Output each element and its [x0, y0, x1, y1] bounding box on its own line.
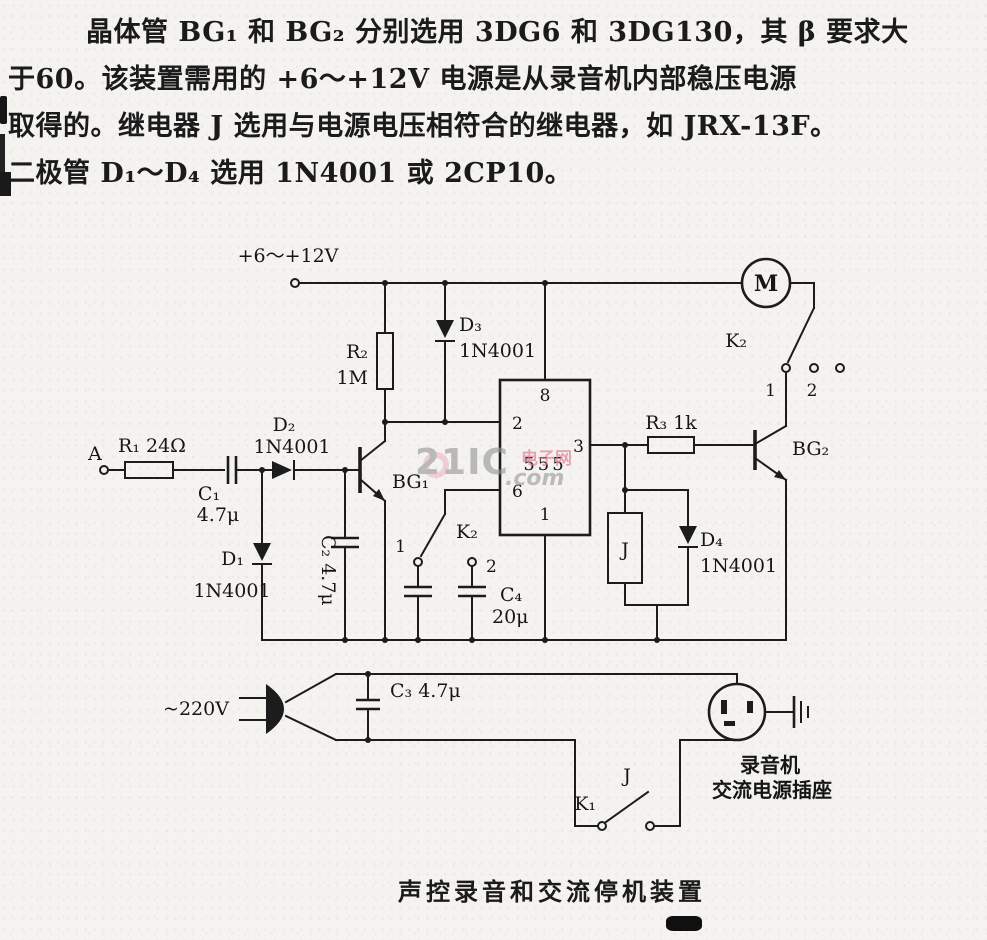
switch-k2-mid: K₂ 1 2 [395, 512, 497, 577]
power-terminal [290, 278, 300, 288]
power-rail: +6～+12V [238, 245, 743, 288]
bg2-label: BG₂ [792, 438, 829, 460]
ic-555-name: 555 [523, 454, 566, 475]
paragraph-line-3: 取得的。继电器 J 选用与电源电压相符合的继电器，如 JRX-13F。 [8, 111, 838, 142]
ic-555: 8 2 6 3 1 555 [444, 282, 649, 641]
bg1-label: BG₁ [392, 471, 429, 493]
k2-top-contact1-label: 1 [765, 381, 776, 401]
k1-label: K₁ [574, 793, 596, 815]
capacitor-unlabeled [404, 565, 432, 641]
socket-caption-line1: 录音机 [740, 753, 800, 777]
diode-d4: D₄ 1N4001 [622, 487, 777, 606]
d1-name: D₁ [221, 548, 244, 570]
r1-label: R₁ 24Ω [118, 435, 186, 457]
resistor-r2: R₂ 1M [336, 282, 394, 423]
k2-top-contact2-label: 2 [807, 381, 818, 401]
ac-wiring [335, 673, 738, 741]
relay-coil-j: J [607, 442, 689, 643]
k2-mid-contact1-label: 1 [395, 537, 406, 557]
earth-ground-icon [764, 696, 809, 728]
d2-name: D₂ [273, 414, 296, 436]
paragraph-line-4: 二极管 D₁～D₄ 选用 1N4001 或 2CP10。 [8, 158, 573, 189]
socket-caption-line2: 交流电源插座 [712, 778, 832, 802]
r2-value: 1M [336, 367, 368, 389]
diode-d2: D₂ 1N4001 [253, 414, 359, 480]
c4-name: C₄ [500, 584, 523, 606]
resistor-r1: R₁ 24Ω [118, 435, 225, 479]
c4-value: 20μ [492, 606, 529, 628]
diode-d1: D₁ 1N4001 [193, 469, 272, 641]
capacitor-c2: C₂ 4.7μ [317, 469, 359, 641]
k2-mid-label: K₂ [456, 521, 478, 543]
capacitor-c3: C₃ 4.7μ [356, 671, 461, 743]
pin2-wire [382, 419, 501, 425]
c1-value: 4.7μ [197, 504, 240, 526]
transistor-bg1: BG₁ [358, 421, 429, 641]
figure-caption: 声控录音和交流停机装置 [398, 877, 706, 906]
motor-label: M [754, 271, 778, 297]
ac-socket: 录音机 交流电源插座 [707, 682, 832, 802]
c2-label: C₂ 4.7μ [317, 535, 339, 606]
ic-pin3-label: 3 [573, 437, 584, 457]
transistor-bg2: BG₂ [753, 371, 829, 641]
ground-rail [261, 637, 787, 643]
d1-value: 1N4001 [193, 580, 270, 602]
ic-pin6-label: 6 [512, 482, 523, 502]
k2-mid-contact2-label: 2 [486, 557, 497, 577]
ic-pin1-label: 1 [540, 505, 551, 525]
ac-voltage-label: ~220V [163, 698, 229, 720]
diode-d3: D₃ 1N4001 [435, 282, 536, 423]
k1-relay-label: J [621, 765, 631, 787]
d4-name: D₄ [700, 529, 723, 551]
resistor-r3: R₃ 1k [645, 412, 756, 454]
paragraph-line-1: 晶体管 BG₁ 和 BG₂ 分别选用 3DG6 和 3DG130，其 β 要求大 [86, 17, 909, 48]
relay-j-label: J [619, 539, 629, 561]
watermark: 21IC 电子网 .com [415, 440, 585, 498]
capacitor-c1: C₁ 4.7μ [197, 456, 263, 526]
scan-artifact [0, 172, 11, 196]
input-terminal-a: A [87, 443, 126, 475]
switch-k1: K₁ J [574, 739, 681, 831]
input-a-label: A [87, 443, 102, 465]
c1-name: C₁ [198, 483, 220, 505]
motor: M [740, 257, 815, 309]
switch-k2-top: K₂ 1 2 [725, 282, 845, 401]
paragraph-line-2: 于60。该装置需用的 +6～+12V 电源是从录音机内部稳压电源 [8, 64, 797, 95]
watermark-21ic: 21IC [415, 442, 509, 483]
d3-name: D₃ [459, 314, 482, 336]
ic-pin2-label: 2 [512, 414, 523, 434]
scan-artifact [0, 134, 5, 180]
d3-value: 1N4001 [459, 340, 536, 362]
capacitor-c4: C₄ 20μ [458, 565, 529, 641]
scan-artifact [666, 916, 702, 931]
ac-plug: ~220V [163, 672, 338, 742]
r2-name: R₂ [346, 341, 368, 363]
watermark-ring [423, 452, 449, 478]
d2-value: 1N4001 [253, 436, 330, 458]
c3-label: C₃ 4.7μ [390, 680, 461, 702]
ic-pin8-label: 8 [540, 386, 551, 406]
r3-label: R₃ 1k [645, 412, 697, 434]
d4-value: 1N4001 [700, 555, 777, 577]
k2-top-label: K₂ [725, 330, 747, 352]
watermark-com: .com [505, 466, 565, 491]
power-label: +6～+12V [238, 245, 339, 267]
scan-artifact [0, 96, 7, 124]
watermark-cn: 电子网 [521, 449, 572, 469]
